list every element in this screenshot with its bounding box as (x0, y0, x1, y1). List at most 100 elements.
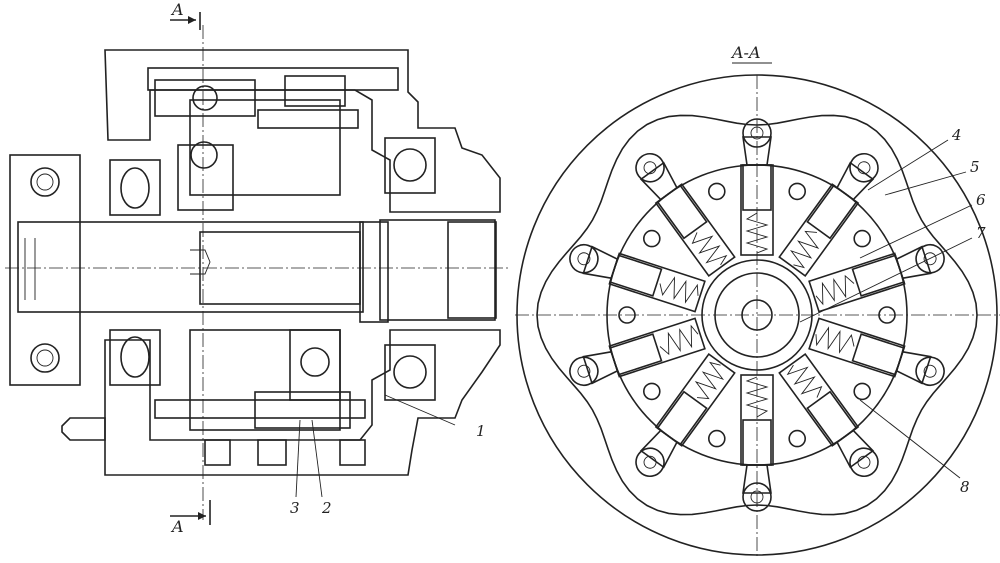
piston-link (639, 161, 678, 201)
leader-4 (867, 139, 949, 191)
left-roller-bottom (120, 336, 150, 378)
piston-assembly (569, 317, 706, 387)
bearing-top-ball (393, 148, 427, 182)
shaft-collar (359, 221, 389, 323)
roller-pin (857, 161, 871, 175)
distributor (379, 219, 496, 321)
lower-pocket-2 (257, 439, 287, 466)
block-bolt-hole (853, 382, 872, 401)
piston-link (639, 429, 678, 469)
return-spring (815, 274, 855, 306)
return-spring (659, 276, 699, 304)
flange-hole-top-inner (36, 173, 54, 191)
roller (635, 447, 665, 478)
return-spring (694, 361, 725, 400)
left-bearing-top (109, 159, 161, 216)
upper-cylinder (177, 144, 234, 211)
leader-3 (295, 419, 301, 498)
block-bolt-hole (642, 229, 661, 248)
roller (849, 152, 879, 183)
upper-bolt (257, 109, 359, 129)
piston-assembly (635, 353, 736, 478)
roller (915, 243, 945, 274)
roller-pin (923, 364, 937, 378)
piston-link (582, 245, 619, 280)
label-8: 8 (960, 478, 970, 496)
bearing-top (384, 137, 436, 194)
lower-bolt (154, 399, 366, 419)
view-title: A-A (730, 43, 761, 62)
roller (569, 243, 599, 274)
block-bolt-hole (788, 429, 807, 448)
label-3: 3 (290, 499, 300, 517)
cross-section-a-a: A-A 4 5 6 7 8 (515, 43, 1000, 557)
piston-link (836, 429, 875, 469)
section-mark-top: A (170, 0, 184, 19)
shaft-tip (190, 249, 211, 275)
label-1: 1 (476, 422, 486, 440)
piston (806, 184, 858, 240)
piston-assembly (778, 152, 879, 277)
rotor-upper (189, 99, 341, 196)
leader-7 (799, 237, 973, 323)
block-bolt-hole (707, 182, 726, 201)
flange-hole-bottom (30, 343, 60, 373)
housing-body-lower (104, 329, 501, 476)
lower-pocket-3 (339, 439, 366, 466)
piston (656, 184, 708, 240)
shaft (17, 221, 364, 313)
spline-lines (24, 238, 36, 300)
block-bolt-hole (642, 382, 661, 401)
return-spring (786, 364, 823, 398)
bearing-bottom (384, 344, 436, 401)
roller-pin (577, 252, 591, 266)
upper-pin (192, 85, 218, 111)
lower-link (254, 391, 351, 429)
piston-link (582, 350, 619, 385)
left-flange (9, 154, 81, 386)
piston-assembly (635, 152, 736, 277)
rotor-lower (189, 329, 341, 431)
upper-block (284, 75, 346, 107)
roller-pin (577, 364, 591, 378)
top-cover-cavity (147, 67, 399, 91)
return-spring (659, 324, 699, 356)
piston (656, 390, 708, 446)
piston-link (836, 161, 875, 201)
bearing-bottom-ball (393, 355, 427, 389)
housing-body (104, 49, 501, 213)
roller-pin (923, 252, 937, 266)
section-arrowhead-top (188, 16, 196, 24)
roller (915, 356, 945, 387)
label-2: 2 (321, 499, 332, 517)
leader-6 (859, 204, 973, 259)
section-mark-bottom: A (170, 517, 184, 536)
left-bearing-bottom (109, 329, 161, 386)
return-spring (789, 230, 820, 269)
piston-assembly (808, 317, 945, 387)
label-5: 5 (970, 158, 980, 176)
piston-link (895, 350, 932, 385)
section-arrowhead-bottom (198, 512, 206, 520)
leader-2 (311, 419, 323, 498)
block-bolt-hole (853, 229, 872, 248)
lower-pocket-1 (204, 439, 231, 466)
block-bolt-hole (788, 182, 807, 201)
piston-group (569, 118, 945, 512)
leader-5 (884, 171, 967, 196)
roller-pin (643, 161, 657, 175)
label-6: 6 (976, 191, 986, 209)
upper-ball (190, 141, 218, 169)
piston-assembly (569, 243, 706, 313)
longitudinal-section: A A 1 2 3 (5, 0, 510, 536)
upper-link (154, 79, 256, 117)
label-7: 7 (976, 224, 986, 242)
piston-assembly (808, 243, 945, 313)
return-spring (815, 326, 855, 354)
lower-ball (300, 347, 330, 377)
flange-hole-bottom-inner (36, 349, 54, 367)
piston (806, 390, 858, 446)
port-fitting (61, 417, 106, 441)
roller (569, 356, 599, 387)
